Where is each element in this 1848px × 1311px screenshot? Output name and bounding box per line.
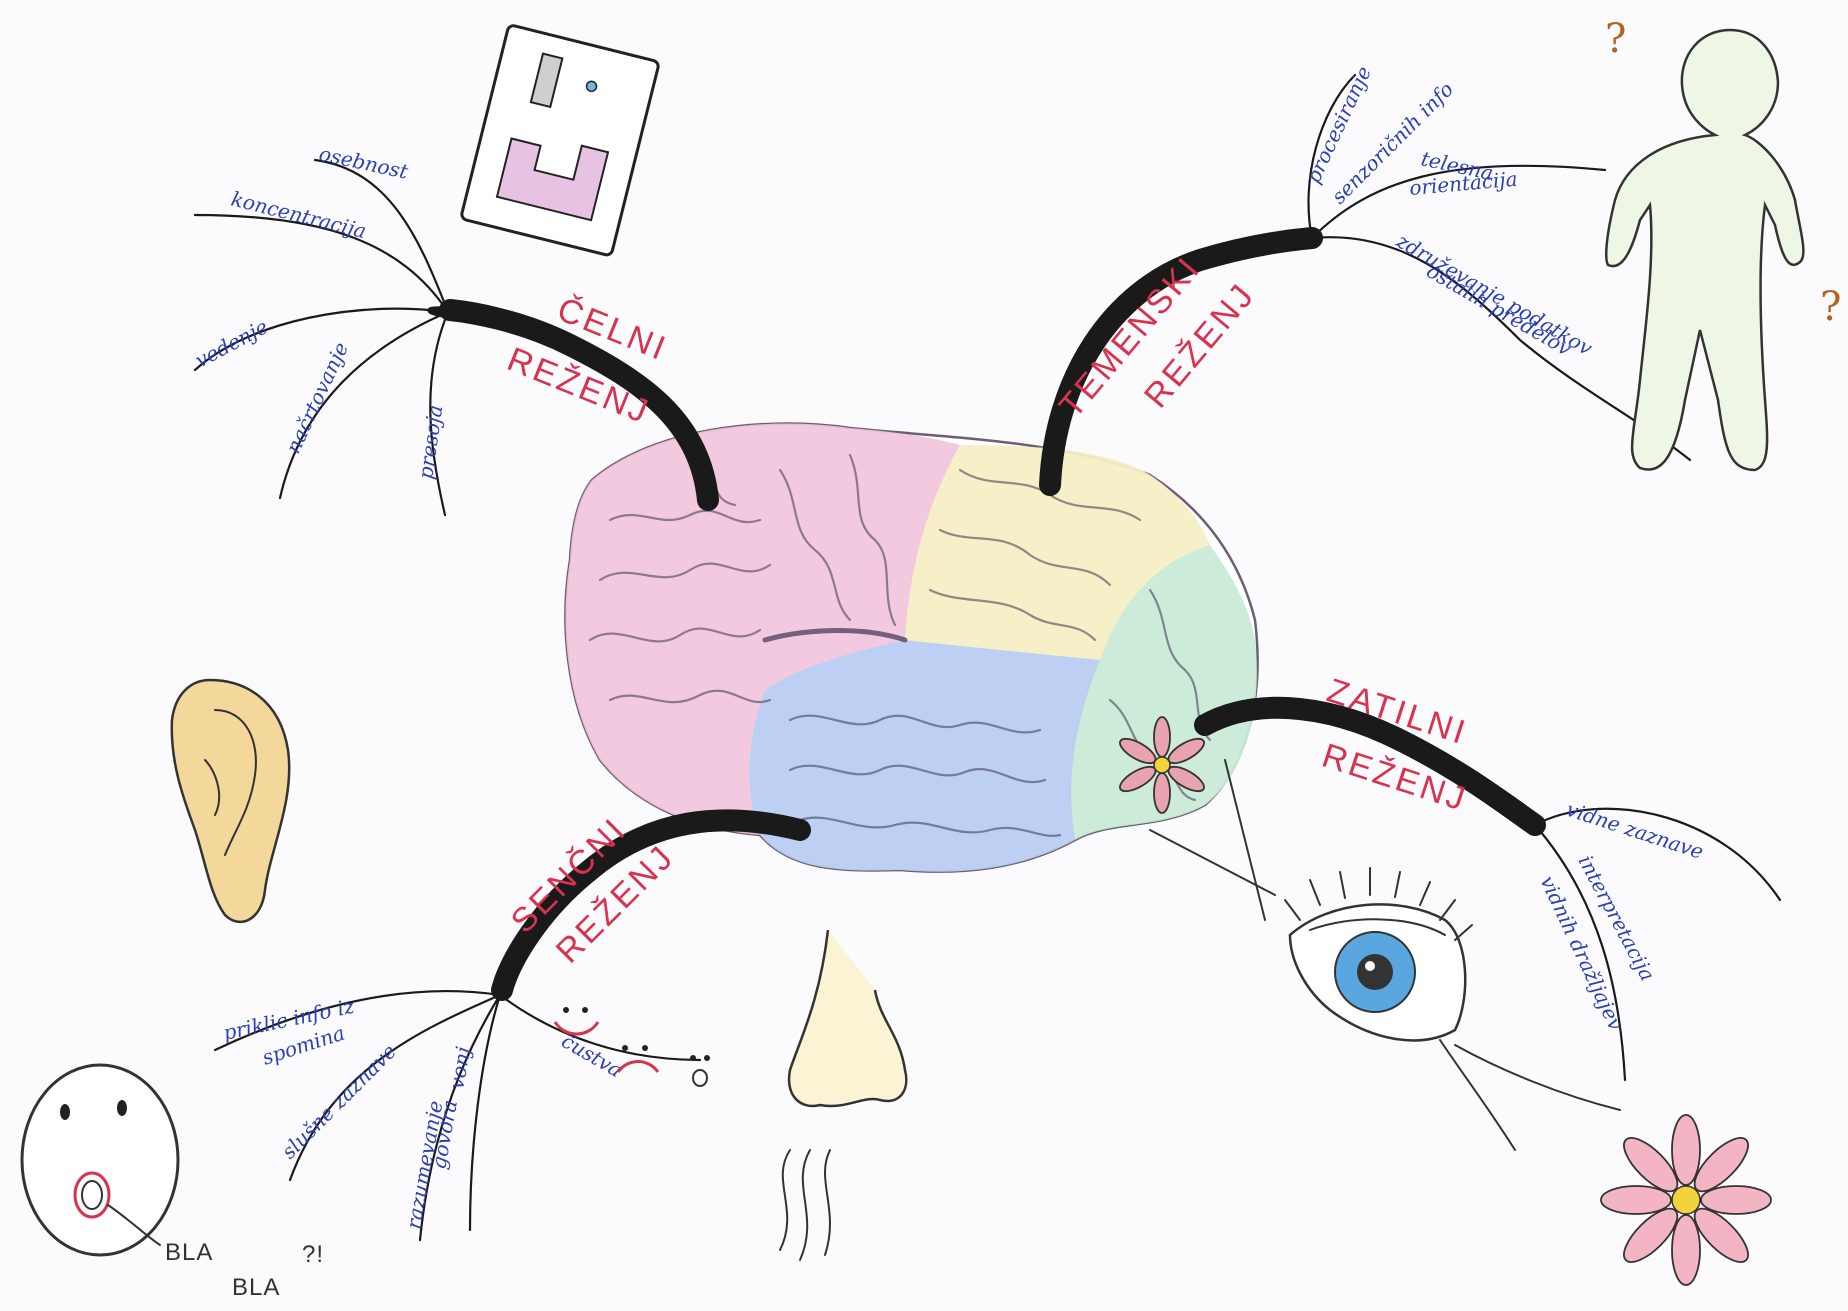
ear-icon [172, 680, 289, 922]
question-mark-top: ? [1605, 16, 1626, 62]
nose-icon [780, 930, 906, 1260]
branch-parietal [1050, 75, 1690, 485]
note-nacrtovanje: načrtovanje [281, 338, 353, 457]
flower-icon [1601, 1115, 1771, 1285]
note-koncentracija: koncentracija [229, 187, 369, 244]
smartphone-icon [461, 25, 660, 257]
note-vedenje: vedenje [191, 314, 272, 372]
speech-bla-2: BLA [232, 1274, 280, 1301]
question-mark-right: ? [1820, 284, 1841, 330]
branch-temporal [215, 820, 800, 1240]
exclamation-mark: ?! [302, 1241, 324, 1268]
note-custva: čustva [558, 1029, 627, 1083]
brain-icon [565, 424, 1257, 872]
speech-bla-1: BLA [165, 1239, 213, 1266]
face-icon: BLA BLA ?! [22, 1065, 324, 1301]
note-vidne-zaznave: vidne zaznave [1563, 797, 1706, 864]
human-silhouette-icon: ? ? [1605, 16, 1841, 470]
note-vonj: vonj [444, 1045, 475, 1091]
branch-occipital [1205, 708, 1780, 1080]
note-orientacija: orientacija [1408, 167, 1518, 200]
note-presoja: presoja [413, 403, 447, 480]
note-ostalih-predelov: ostalih predelov [1423, 259, 1577, 362]
